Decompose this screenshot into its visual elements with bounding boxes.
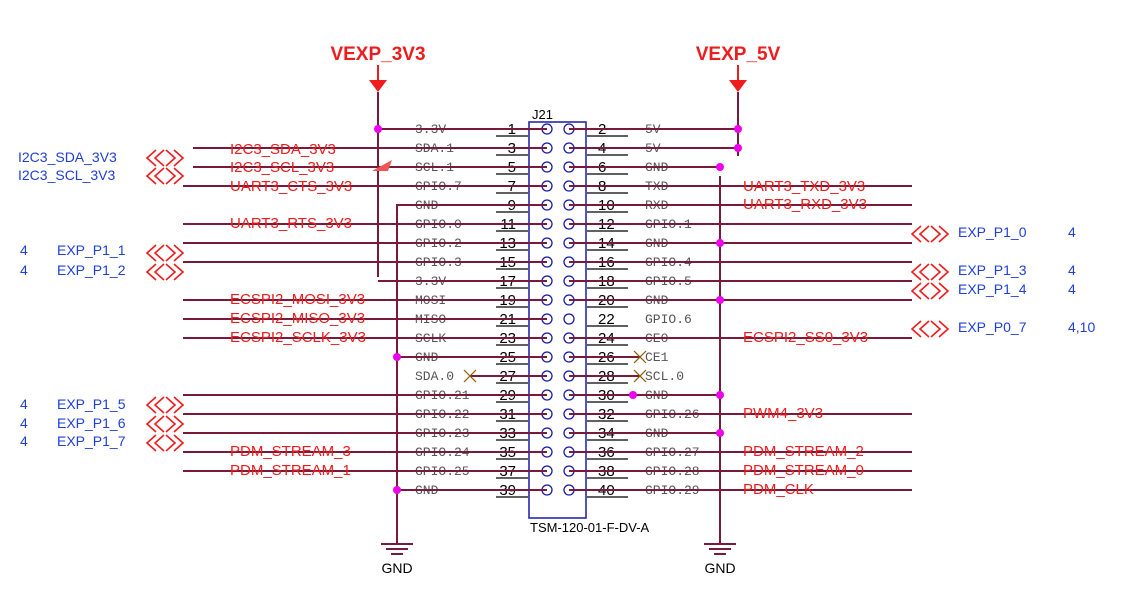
sheet-ref: 4 bbox=[1068, 262, 1076, 278]
junction-dot bbox=[716, 163, 724, 171]
power-rail-vexp-3v3: VEXP_3V3 bbox=[330, 44, 426, 277]
junction-dot bbox=[393, 486, 401, 494]
sheet-ref: 4,10 bbox=[1068, 319, 1095, 335]
net-label: I2C3_SCL_3V3 bbox=[230, 159, 334, 176]
port-flag-icon bbox=[910, 263, 950, 281]
junction-dot bbox=[629, 391, 637, 399]
port-flag-icon bbox=[145, 434, 185, 452]
junction-dot bbox=[716, 391, 724, 399]
sheet-ref: 4 bbox=[20, 396, 28, 412]
port-label: EXP_P1_0 bbox=[958, 224, 1027, 240]
ground-symbol-left: GND bbox=[381, 543, 413, 576]
net-label: UART3_RXD_3V3 bbox=[743, 196, 867, 213]
sheet-ref: 4 bbox=[20, 262, 28, 278]
port-flag-icon bbox=[145, 149, 185, 167]
net-label: ECSPI2_SCLK_3V3 bbox=[230, 329, 366, 346]
junction-dot bbox=[393, 353, 401, 361]
power-arrow-icon bbox=[369, 80, 387, 92]
right-ports: EXP_P1_0 4 EXP_P1_3 4 EXP_P1_4 4 EXP_P0_… bbox=[958, 224, 1095, 335]
junction-dot bbox=[374, 125, 382, 133]
net-arrow-icon bbox=[372, 160, 392, 171]
net-label: PDM_CLK bbox=[743, 481, 814, 498]
left-net-labels: I2C3_SDA_3V3 I2C3_SCL_3V3 UART3_CTS_3V3 … bbox=[230, 141, 366, 479]
net-label: PDM_STREAM_3 bbox=[230, 443, 351, 460]
port-flag-icon bbox=[145, 167, 185, 185]
ground-label: GND bbox=[381, 560, 412, 576]
ground-symbol-right: GND bbox=[704, 543, 736, 576]
net-label: ECSPI2_MOSI_3V3 bbox=[230, 291, 365, 308]
junction-dot bbox=[734, 125, 742, 133]
no-connect-icon bbox=[633, 369, 647, 383]
port-flag-icon bbox=[145, 415, 185, 433]
net-label: PDM_STREAM_0 bbox=[743, 462, 864, 479]
port-flag-icon bbox=[145, 244, 185, 262]
junction-dot bbox=[734, 144, 742, 152]
junction-dot bbox=[716, 429, 724, 437]
net-label: ECSPI2_MISO_3V3 bbox=[230, 310, 365, 327]
port-label: I2C3_SDA_3V3 bbox=[18, 149, 117, 165]
net-label: UART3_CTS_3V3 bbox=[230, 178, 352, 195]
sheet-ref: 4 bbox=[20, 242, 28, 258]
power-arrow-icon bbox=[729, 80, 747, 92]
junction-dot bbox=[716, 239, 724, 247]
net-label: I2C3_SDA_3V3 bbox=[230, 141, 336, 158]
port-label: EXP_P1_2 bbox=[57, 262, 126, 278]
no-connect-icon bbox=[633, 350, 647, 364]
net-label: PDM_STREAM_1 bbox=[230, 462, 351, 479]
connector-ref: J21 bbox=[532, 107, 553, 122]
pin-pad bbox=[563, 313, 575, 325]
net-label: PWM4_3V3 bbox=[743, 405, 823, 422]
net-label: UART3_TXD_3V3 bbox=[743, 178, 865, 195]
vexp-5v-label: VEXP_5V bbox=[696, 44, 781, 65]
vexp-3v3-label: VEXP_3V3 bbox=[330, 44, 425, 65]
port-label: EXP_P1_3 bbox=[958, 262, 1027, 278]
pin-number: 22 bbox=[598, 311, 615, 328]
port-label: EXP_P1_1 bbox=[57, 242, 126, 258]
port-flag-icon bbox=[910, 225, 950, 243]
junction-dot bbox=[716, 296, 724, 304]
pin-function-label: SCL.0 bbox=[645, 369, 684, 384]
port-label: EXP_P1_4 bbox=[958, 281, 1027, 297]
sheet-ref: 4 bbox=[20, 433, 28, 449]
port-label: I2C3_SCL_3V3 bbox=[18, 167, 116, 183]
pin-function-label: SDA.0 bbox=[415, 369, 454, 384]
net-label: ECSPI2_SS0_3V3 bbox=[743, 329, 868, 346]
sheet-ref: 4 bbox=[1068, 224, 1076, 240]
sheet-ref: 4 bbox=[20, 415, 28, 431]
sheet-ref: 4 bbox=[1068, 281, 1076, 297]
pin-function-label: CE1 bbox=[645, 350, 669, 365]
net-label: PDM_STREAM_2 bbox=[743, 443, 864, 460]
port-flag-icon bbox=[145, 263, 185, 281]
port-label: EXP_P1_7 bbox=[57, 433, 126, 449]
pin-function-label: GPIO.6 bbox=[645, 312, 692, 327]
port-label: EXP_P1_5 bbox=[57, 396, 126, 412]
port-flag-icon bbox=[910, 320, 950, 338]
left-ports: I2C3_SDA_3V3 I2C3_SCL_3V3 4 EXP_P1_1 4 E… bbox=[18, 149, 126, 449]
right-net-labels: UART3_TXD_3V3 UART3_RXD_3V3 ECSPI2_SS0_3… bbox=[743, 178, 868, 498]
port-flag-icon bbox=[910, 282, 950, 300]
connector-part-number: TSM-120-01-F-DV-A bbox=[530, 520, 650, 535]
no-connect-icon bbox=[463, 369, 477, 383]
net-label: UART3_RTS_3V3 bbox=[230, 215, 352, 232]
port-flag-icon bbox=[145, 396, 185, 414]
port-label: EXP_P0_7 bbox=[958, 319, 1027, 335]
ground-label: GND bbox=[704, 560, 735, 576]
port-label: EXP_P1_6 bbox=[57, 415, 126, 431]
